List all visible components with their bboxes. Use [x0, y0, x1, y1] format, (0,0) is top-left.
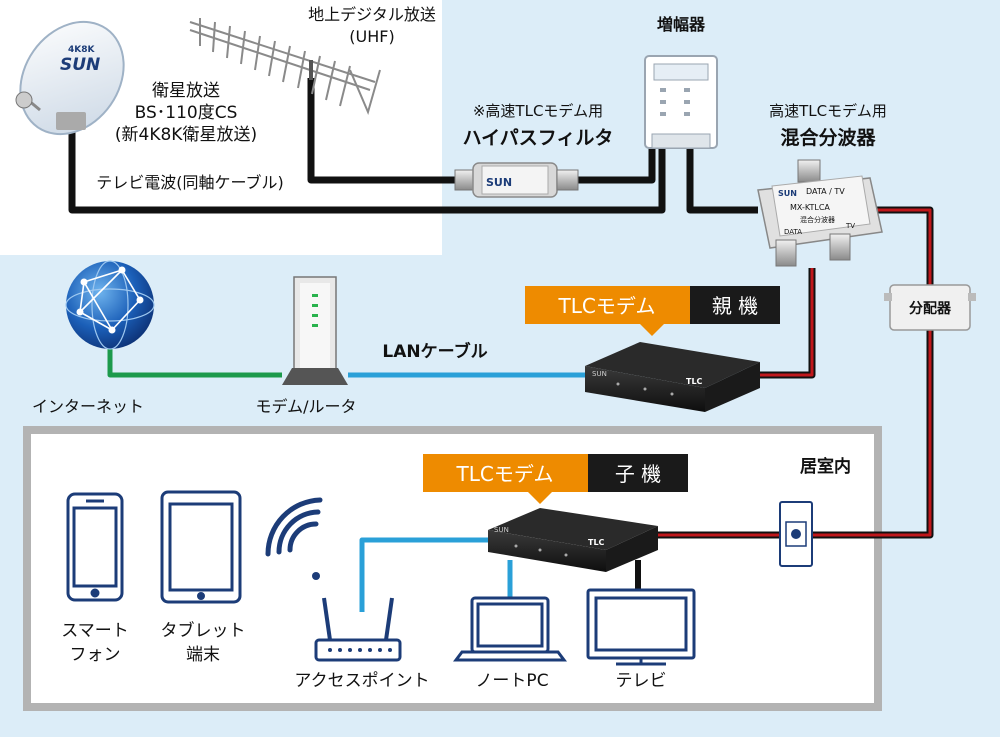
ap-lan-cable — [359, 537, 488, 612]
tv-cable-label: テレビ電波(同軸ケーブル) — [96, 173, 284, 192]
highpass-filter-icon: SUN — [454, 162, 579, 198]
child-modem-icon: SUN TLC — [488, 508, 658, 572]
parent-label: 親 機 — [712, 294, 758, 318]
satellite-label-line2: BS･110度CS — [135, 103, 238, 123]
lan-cable-label: LANケーブル — [382, 341, 487, 362]
splitter-icon: 分配器 — [884, 284, 976, 331]
tv-label: テレビ — [616, 671, 667, 691]
dish-4k8k-text: 4K8K — [68, 45, 95, 55]
uhf-coax-cable — [307, 78, 455, 184]
access-point-icon — [314, 597, 402, 662]
parent-brand-text: SUN — [592, 370, 607, 378]
child-modem-tag: TLCモデム 子 機 — [423, 454, 688, 504]
internet-label: インターネット — [32, 397, 144, 416]
child-tlc-label: TLCモデム — [456, 462, 554, 486]
smartphone-icon — [66, 492, 124, 602]
laptop-icon — [453, 596, 567, 662]
tablet-icon — [160, 490, 242, 604]
filter-brand-text: SUN — [486, 176, 512, 189]
modem-router-icon — [282, 276, 348, 385]
satellite-label-line3: (新4K8K衛星放送) — [115, 125, 257, 145]
parent-tlc-label: TLCモデム — [558, 294, 656, 318]
mixer-label: 混合分波器 — [780, 126, 876, 149]
amplifier-icon — [644, 55, 718, 149]
parent-modem-tag: TLCモデム 親 機 — [525, 286, 780, 336]
mixer-icon: SUN DATA / TV MX-KTLCA 混合分波器 DATA TV — [757, 159, 883, 267]
mixer-tv-text: TV — [845, 222, 855, 230]
tablet-label-line2: 端末 — [186, 645, 220, 665]
room-label: 居室内 — [800, 456, 851, 477]
globe-icon — [65, 260, 155, 350]
child-brand-text: SUN — [494, 526, 509, 534]
highpass-note-label: ※高速TLCモデム用 — [473, 102, 603, 120]
uhf-label-line2: (UHF) — [349, 27, 394, 46]
uhf-label-line1: 地上デジタル放送 — [308, 5, 436, 24]
satellite-label-line1: 衛星放送 — [152, 81, 220, 101]
wifi-icon — [265, 497, 323, 580]
highpass-filter-label: ハイパスフィルタ — [463, 127, 614, 149]
splitter-outlet-cable — [812, 330, 932, 537]
uhf-antenna-icon — [189, 18, 381, 115]
mixer-data-text: DATA — [784, 228, 802, 236]
mixer-sub-text: 混合分波器 — [800, 215, 835, 224]
child-tlc-text: TLC — [588, 538, 605, 547]
satellite-dish-icon: 4K8K SUN — [15, 20, 125, 136]
parent-modem-icon: SUN TLC — [585, 342, 760, 412]
parent-tlc-text: TLC — [686, 377, 703, 386]
amplifier-label: 増幅器 — [657, 15, 706, 34]
smartphone-label-line1: スマート — [61, 621, 129, 641]
dish-brand-text: SUN — [60, 55, 100, 75]
access-point-label: アクセスポイント — [294, 671, 429, 691]
amp-mixer-cable — [686, 148, 758, 214]
wall-outlet-icon — [779, 501, 813, 567]
splitter-label: 分配器 — [909, 301, 952, 317]
modem-router-label: モデム/ルータ — [255, 397, 356, 416]
child-label: 子 機 — [615, 462, 661, 486]
mixer-splitter-cable — [870, 208, 932, 285]
satellite-coax-cable — [68, 130, 666, 214]
mixer-model-text: MX-KTLCA — [790, 203, 830, 212]
mixer-parent-cable — [756, 268, 814, 377]
smartphone-label-line2: フォン — [70, 645, 121, 665]
mixer-note-label: 高速TLCモデム用 — [769, 102, 887, 120]
internet-cable — [107, 345, 282, 378]
mixer-brand-text: SUN — [778, 189, 797, 198]
laptop-label: ノートPC — [475, 671, 548, 691]
mixer-datatv-text: DATA / TV — [806, 187, 845, 196]
tablet-label-line1: タブレット — [161, 620, 246, 641]
filter-amp-cable — [578, 148, 656, 184]
tv-icon — [586, 588, 696, 666]
